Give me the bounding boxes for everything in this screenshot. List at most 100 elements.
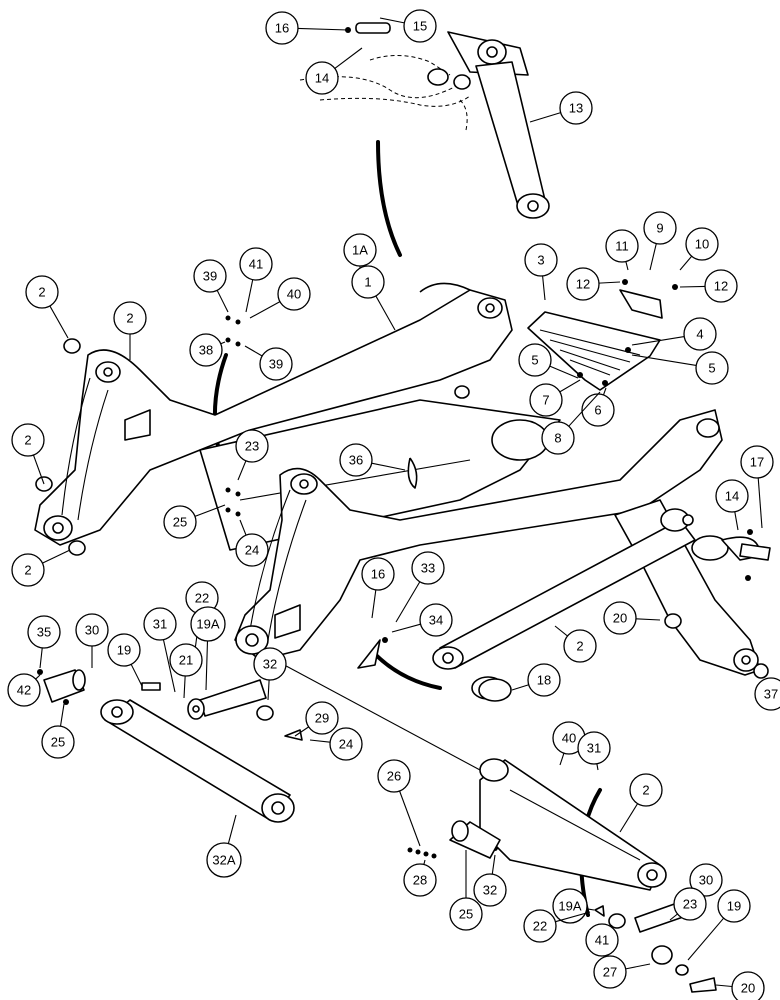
callout-label: 14 — [725, 489, 739, 504]
callout-circle — [343, 233, 377, 267]
callout-leader — [559, 753, 565, 766]
callout-14: 14 — [305, 47, 363, 95]
callout-3: 3 — [524, 243, 558, 301]
callout-32: 32 — [253, 647, 287, 701]
callout-label: 34 — [429, 613, 443, 628]
step-plate — [527, 289, 663, 391]
callout-13: 13 — [529, 91, 593, 125]
callout-2: 2 — [113, 301, 147, 360]
callout-label: 37 — [764, 687, 778, 702]
callout-label: 2 — [24, 563, 31, 578]
callout-label: 24 — [245, 543, 259, 558]
parts-drawing — [34, 22, 771, 993]
callout-circle — [529, 383, 563, 417]
callout-circle — [731, 971, 765, 1000]
callout-circle — [11, 553, 45, 587]
callout-leader — [375, 295, 396, 331]
callout-label: 14 — [315, 71, 329, 86]
callout-circle — [351, 265, 385, 299]
callout-leader — [32, 454, 45, 485]
callout-36: 36 — [339, 443, 406, 477]
callout-leader — [679, 285, 706, 288]
callout-circle — [449, 897, 483, 931]
callout-label: 22 — [195, 591, 209, 606]
callout-leader — [625, 963, 651, 970]
callout-leader — [216, 290, 229, 313]
callout-label: 40 — [287, 287, 301, 302]
callout-2: 2 — [11, 423, 45, 485]
callout-leader — [669, 913, 678, 921]
assembly-arc-mid — [371, 650, 442, 690]
callout-label: 32 — [263, 657, 277, 672]
callout-24: 24 — [235, 519, 269, 567]
callout-circle — [754, 677, 780, 711]
callout-leader — [568, 391, 601, 427]
callout-leader — [249, 301, 281, 319]
callout-circle — [473, 873, 507, 907]
callout-30: 30 — [689, 863, 723, 897]
callout-circle — [689, 863, 723, 897]
callout-leader — [59, 703, 65, 727]
callout-label: 22 — [533, 919, 547, 934]
callout-circle — [25, 275, 59, 309]
callout-leader — [619, 803, 639, 833]
callout-circle — [717, 889, 751, 923]
callout-label: 16 — [371, 567, 385, 582]
callout-leader — [227, 814, 237, 844]
callout-circle — [169, 643, 203, 677]
callout-leader — [559, 379, 581, 393]
callout-circle — [541, 421, 575, 455]
callout-12: 12 — [679, 269, 738, 303]
callout-label: 17 — [750, 455, 764, 470]
cylinder-28 — [100, 699, 295, 823]
callout-leader — [555, 911, 591, 923]
callout-label: 31 — [587, 741, 601, 756]
callout-label: 25 — [51, 735, 65, 750]
callout-31: 31 — [143, 607, 177, 693]
callout-leader — [297, 27, 349, 31]
callout-20: 20 — [603, 601, 661, 635]
callout-2: 2 — [619, 773, 663, 833]
callout-circle — [411, 551, 445, 585]
assembly-arc-top — [376, 140, 402, 257]
callout-label: 42 — [17, 683, 31, 698]
callout-circle — [239, 247, 273, 281]
callout-28: 28 — [403, 859, 437, 897]
callout-leader — [371, 462, 406, 471]
callout-leader — [205, 640, 209, 691]
callout-leader — [39, 647, 43, 669]
callout-label: 3 — [537, 253, 544, 268]
callout-label: 29 — [315, 711, 329, 726]
callout-32: 32 — [473, 854, 507, 907]
callout-circle — [419, 603, 453, 637]
callout-19: 19 — [107, 633, 143, 687]
callout-label: 2 — [24, 433, 31, 448]
callout-label: 26 — [387, 769, 401, 784]
callout-leader — [309, 739, 331, 743]
callout-label: 30 — [85, 623, 99, 638]
callout-circle — [593, 955, 627, 989]
callout-circle — [265, 11, 299, 45]
callout-label: 30 — [699, 873, 713, 888]
callout-circle — [107, 633, 141, 667]
callout-34: 34 — [391, 603, 453, 637]
callout-label: 1 — [364, 275, 371, 290]
callout-22: 22 — [185, 581, 219, 651]
callout-leader — [239, 519, 247, 536]
callout-label: 19A — [558, 899, 581, 914]
loader-arm-right — [234, 409, 723, 661]
callout-label: 25 — [173, 515, 187, 530]
callout-12: 12 — [566, 267, 621, 301]
callout-circle — [339, 443, 373, 477]
callout-15: 15 — [379, 9, 437, 43]
cylinder-26 — [449, 758, 667, 891]
callout-leader — [391, 623, 421, 633]
callout-circle — [377, 759, 411, 793]
callout-circle — [603, 601, 637, 635]
callout-leader — [162, 639, 176, 693]
callout-label: 12 — [714, 279, 728, 294]
callout-label: 23 — [683, 897, 697, 912]
callout-circle — [523, 909, 557, 943]
callout-circle — [235, 429, 269, 463]
